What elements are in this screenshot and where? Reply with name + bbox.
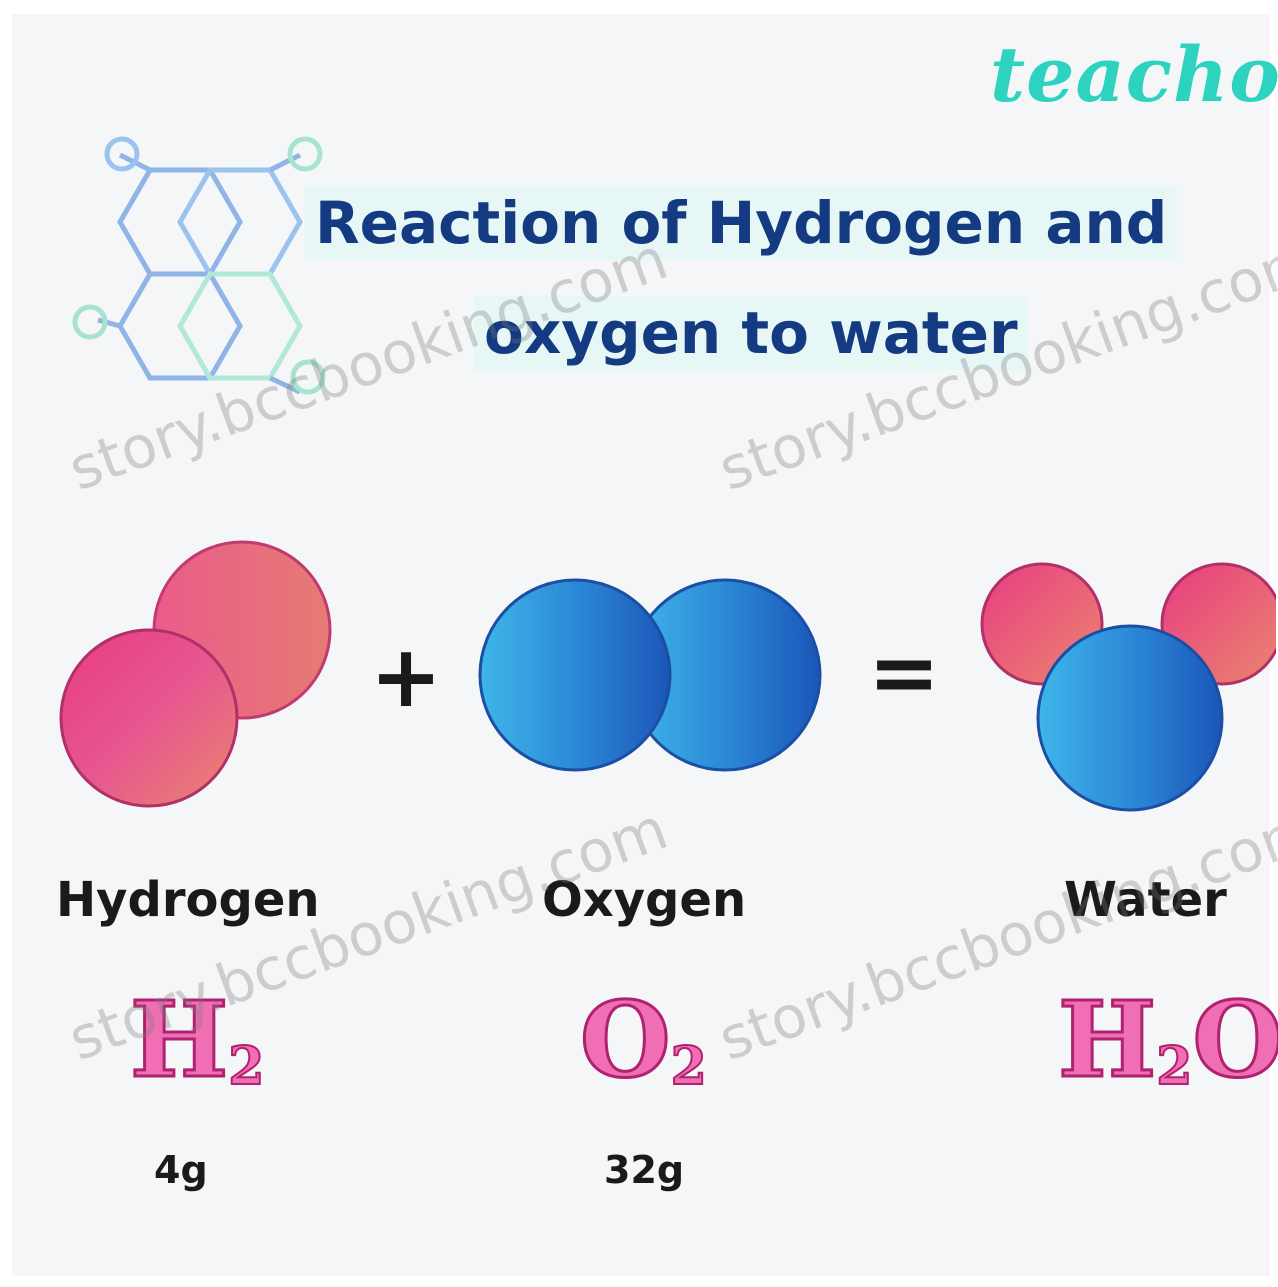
formula-tail: O bbox=[1191, 978, 1278, 1101]
oxygen-mass: 32g bbox=[604, 1148, 685, 1192]
plus-operator: + bbox=[370, 627, 443, 727]
title-line-2: oxygen to water bbox=[474, 296, 1028, 370]
hydrogen-formula: H2 bbox=[128, 983, 265, 1122]
brand-logo: teachoo bbox=[990, 30, 1278, 119]
water-formula: H2O bbox=[1056, 983, 1278, 1122]
oxygen-formula: O2 bbox=[579, 983, 708, 1122]
formula-main: H bbox=[128, 978, 229, 1101]
water-label: Water bbox=[1064, 872, 1227, 928]
hydrogen-mass: 4g bbox=[154, 1148, 208, 1192]
formula-subscript: 2 bbox=[227, 1035, 265, 1098]
water-molecule-icon bbox=[980, 562, 1276, 812]
oxygen-molecule-icon bbox=[478, 578, 822, 772]
formula-main: H bbox=[1056, 978, 1157, 1101]
chemical-structure-icon bbox=[72, 136, 326, 395]
formula-main: O bbox=[579, 978, 673, 1101]
hydrogen-label: Hydrogen bbox=[56, 872, 320, 928]
oxygen-label: Oxygen bbox=[542, 872, 747, 928]
formula-subscript: 2 bbox=[1155, 1035, 1193, 1098]
title-line-1: Reaction of Hydrogen and bbox=[305, 186, 1178, 260]
formula-subscript: 2 bbox=[670, 1035, 708, 1098]
hydrogen-molecule-icon bbox=[59, 540, 332, 808]
equals-operator: = bbox=[868, 623, 941, 723]
